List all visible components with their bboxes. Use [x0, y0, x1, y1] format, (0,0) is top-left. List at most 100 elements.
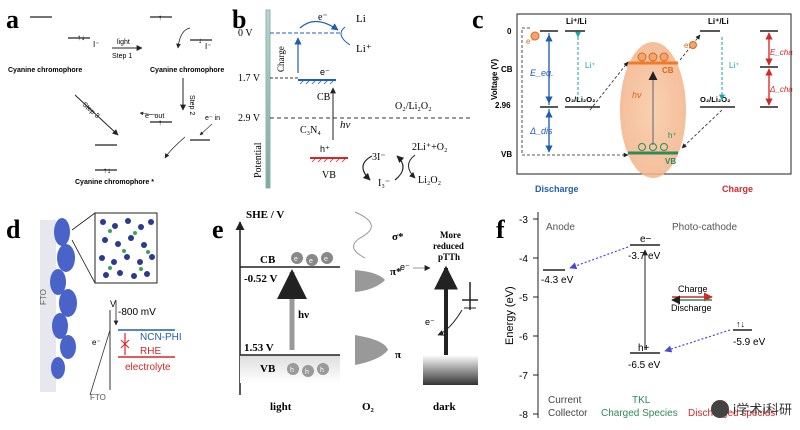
e-label: e⁻ — [318, 12, 328, 23]
li-label: Li — [356, 13, 366, 25]
c-lili-left: Li⁺/Li — [566, 17, 587, 26]
c-li-plus-right: Li⁺ — [729, 61, 739, 70]
h-plus-label: h⁺ — [320, 144, 330, 154]
panel-d: d FTO V -800 mV NCN-PHI — [6, 212, 182, 402]
svg-text:↑: ↑ — [158, 13, 162, 22]
i3m-label: I₃⁻ — [378, 178, 390, 189]
c-discharge: Discharge — [535, 184, 579, 194]
c-charge: Charge — [722, 184, 753, 194]
f-tick-3: -3 — [519, 215, 528, 226]
d-mv: -800 mV — [118, 307, 156, 318]
watermark: i学术i科研 — [710, 399, 792, 418]
f-photocathode: Photo-cathode — [672, 222, 737, 233]
step3-label: Step 3 — [81, 101, 101, 120]
v0-label: 0 V — [238, 28, 253, 39]
e-pi: π — [395, 349, 401, 361]
e-hole-2: h — [305, 369, 309, 376]
f-e2: -3.7 eV — [628, 251, 661, 262]
f-em: e− — [640, 234, 652, 245]
potential-label: Potential — [253, 142, 264, 178]
d-electrolyte: electrolyte — [125, 362, 171, 373]
c-eeq: E_eq. — [530, 68, 554, 78]
anion-label: I⁻ — [93, 40, 99, 49]
c-hv: hν — [632, 90, 642, 100]
e-hole-3: h — [320, 367, 324, 374]
e-dot-1: e — [294, 256, 298, 263]
f-tick-7: -7 — [519, 371, 528, 382]
e-dot-2: e — [309, 258, 313, 265]
c-tick-cb: CB — [501, 65, 513, 74]
c-o2-right: O₂/Li₂O₂ — [700, 95, 730, 104]
svg-text:↓: ↓ — [198, 36, 202, 45]
panel-label-b: b — [232, 5, 246, 34]
potential-bar — [265, 9, 271, 189]
c-dcha: Δ_cha — [769, 85, 793, 94]
o2-li2o2-label: O₂/Li₂O₂ — [395, 101, 432, 112]
chromophore-excited-label: Cyanine chromophore * — [75, 179, 154, 186]
fto-slab — [40, 220, 56, 392]
svg-text:↑↓: ↑↓ — [736, 319, 745, 329]
panel-label-e: e — [212, 215, 224, 244]
e-vvb: 1.53 V — [244, 342, 274, 354]
e-cb: CB — [260, 254, 276, 266]
f-current: Current — [548, 395, 582, 406]
c-tick-vb: VB — [501, 150, 512, 159]
f-charged: Charged Species — [601, 408, 678, 419]
d-fto: FTO — [39, 289, 48, 305]
e-e-dark: e⁻ — [425, 317, 435, 327]
f-charge: Charge — [678, 284, 708, 294]
panel-label-d: d — [6, 215, 21, 244]
watermark-text: i学术i科研 — [732, 403, 792, 418]
f-collector: Collector — [548, 408, 588, 419]
f-e1: -4.3 eV — [541, 275, 574, 286]
d-v: V — [110, 299, 116, 309]
vb-label: VB — [322, 170, 336, 181]
c-cb: CB — [662, 66, 674, 75]
e-in-label: e⁻ in — [205, 115, 220, 122]
panel-label-c: c — [472, 5, 484, 34]
v29-label: 2.9 V — [238, 113, 261, 124]
e-more: More — [440, 230, 461, 240]
light-label: light — [117, 39, 130, 46]
li2o2-label: Li₂O₂ — [418, 175, 441, 186]
step1-label: Step 1 — [112, 53, 132, 60]
hv-label-b: hν — [340, 119, 351, 131]
e-e-o2: e⁻ — [400, 262, 410, 272]
panel-a: a ↑↓ I⁻ Cyanine chromophore light Step 1… — [6, 5, 224, 186]
c-ddis: Δ_dis — [529, 126, 553, 136]
chromophore-label: Cyanine chromophore — [8, 67, 82, 74]
f-anode: Anode — [546, 222, 575, 233]
f-tick-5: -5 — [519, 293, 528, 304]
c-o2-left: O₂/Li₂O₂ — [565, 95, 595, 104]
panel-label-a: a — [6, 5, 19, 34]
e-sigma: σ* — [392, 231, 404, 243]
f-tick-8: -8 — [519, 410, 528, 421]
e-hole-1: h — [290, 367, 294, 374]
c-echa: E_cha — [770, 48, 793, 57]
e-ylabel: SHE / V — [246, 209, 284, 221]
panel-label-f: f — [496, 215, 505, 244]
charge-label: Charge — [276, 46, 286, 72]
panel-c: c Voltage (V) 0 CB 2.96 VB Li⁺/Li O₂/Li₂… — [472, 5, 793, 194]
anion-label-2: I⁻ — [205, 42, 211, 51]
svg-text:↑↓: ↑↓ — [77, 33, 85, 42]
c-tick-296: 2.96 — [495, 101, 511, 110]
c-h: h⁺ — [668, 131, 677, 140]
d-e: e⁻ — [92, 338, 101, 347]
panel-b: b Potential 0 V 1.7 V 2.9 V e⁻ Li Li⁺ Ch… — [232, 5, 470, 189]
wechat-icon — [710, 399, 729, 418]
f-discharge: Discharge — [671, 303, 712, 313]
e-pistar: π* — [390, 266, 402, 278]
li-plus-label: Li⁺ — [356, 43, 372, 55]
e-vb: VB — [260, 363, 276, 375]
f-hp: h+ — [638, 343, 650, 354]
c-li-plus-left: Li⁺ — [585, 61, 595, 70]
e-out-label: e⁻ out — [145, 113, 164, 120]
step2-label: Step 2 — [188, 95, 195, 115]
e-o2: O₂ — [362, 401, 375, 413]
svg-text:↑↓: ↑↓ — [103, 166, 111, 175]
e-light: light — [270, 401, 292, 413]
f-e3: -6.5 eV — [628, 360, 661, 371]
c-e-left: e⁻ — [526, 37, 535, 46]
d-fto2: FTO — [90, 393, 106, 402]
